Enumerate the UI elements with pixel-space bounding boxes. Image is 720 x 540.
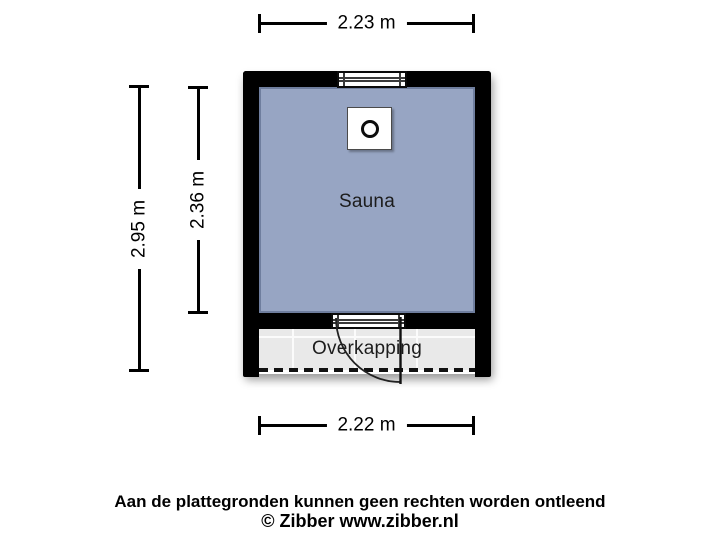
wall-left [243, 71, 259, 377]
wall-right [475, 71, 491, 377]
burner-icon [360, 119, 379, 138]
dimension-left-outer: 2.95 m [126, 85, 152, 372]
room-label-overkapping: Overkapping [312, 338, 422, 359]
dimension-left-inner: 2.36 m [185, 86, 211, 314]
dimension-top-label: 2.23 m [326, 10, 407, 36]
dimension-bottom-label: 2.22 m [326, 412, 407, 438]
tile-grid-line [292, 329, 294, 370]
door-sill-icon [331, 313, 406, 329]
copyright-text: © Zibber www.zibber.nl [261, 511, 459, 531]
dimension-left-outer-label: 2.95 m [126, 188, 152, 270]
stove-icon [347, 107, 392, 150]
wall-middle-right-segment [406, 313, 491, 329]
room-label-sauna: Sauna [339, 191, 395, 212]
dimension-bottom: 2.22 m [258, 411, 475, 439]
dimension-top: 2.23 m [258, 9, 475, 37]
window-icon [337, 71, 407, 88]
open-edge-dashed-line [259, 368, 475, 372]
tile-grid-line [416, 329, 418, 370]
wall-middle-left-segment [243, 313, 331, 329]
dimension-left-inner-label: 2.36 m [185, 159, 211, 241]
disclaimer-text: Aan de plattegronden kunnen geen rechten… [114, 492, 606, 511]
